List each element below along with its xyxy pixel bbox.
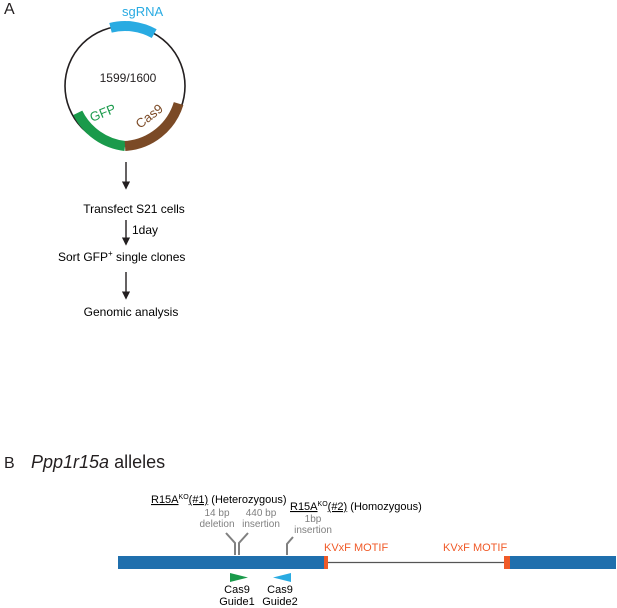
motif-marker-1 xyxy=(324,556,328,569)
mutation-3-line2: insertion xyxy=(294,525,332,536)
guide2-arrow-icon xyxy=(273,573,291,582)
mutation-1-line2: deletion xyxy=(199,519,234,530)
mutation-2-line2: insertion xyxy=(242,519,280,530)
gene-model xyxy=(118,556,616,569)
panel-a-label: A xyxy=(4,1,15,18)
step-genomic: Genomic analysis xyxy=(84,305,179,319)
pointer-insertion-440 xyxy=(238,532,249,555)
step-transfect: Transfect S21 cells xyxy=(83,202,185,216)
exon-1 xyxy=(118,556,324,569)
pointer-insertion-1 xyxy=(286,536,294,555)
gfp-label: GFP xyxy=(88,101,118,125)
cas9-segment xyxy=(124,101,184,151)
sgrna-segment xyxy=(109,21,157,39)
interval-label: 1day xyxy=(132,223,158,237)
mutation-1-line1: 14 bp xyxy=(204,508,229,519)
sgrna-label: sgRNA xyxy=(122,4,164,19)
allele2-label: R15AKO(#2) (Homozygous) xyxy=(290,501,422,513)
exon-2 xyxy=(510,556,616,569)
step-sort: Sort GFP+ single clones xyxy=(58,249,185,264)
mutation-3-line1: 1bp xyxy=(305,514,322,525)
guide1-arrow-icon xyxy=(230,573,248,582)
plasmid-map: sgRNA GFP Cas9 1599/1600 xyxy=(64,4,186,151)
motif-label-1: KVxF MOTIF xyxy=(324,542,388,554)
guide1-line2: Guide1 xyxy=(219,596,254,608)
gfp-segment xyxy=(73,110,126,151)
guide2-line1: Cas9 xyxy=(267,584,293,596)
motif-label-2: KVxF MOTIF xyxy=(443,542,507,554)
workflow: Transfect S21 cells 1day Sort GFP+ singl… xyxy=(58,162,185,319)
allele1-label: R15AKO(#1) (Heterozygous) xyxy=(151,494,286,506)
panel-b-title: Ppp1r15a alleles xyxy=(31,452,165,472)
mutation-annotations: 14 bp deletion 440 bp insertion 1bp inse… xyxy=(199,508,331,536)
motif-marker-2 xyxy=(504,556,510,569)
pointer-deletion xyxy=(225,532,236,555)
guide2-line2: Guide2 xyxy=(262,596,297,608)
plasmid-center-text: 1599/1600 xyxy=(100,71,157,85)
panel-b-label: B xyxy=(4,455,15,472)
mutation-2-line1: 440 bp xyxy=(246,508,277,519)
guide1-line1: Cas9 xyxy=(224,584,250,596)
mutation-pointers xyxy=(225,532,294,555)
